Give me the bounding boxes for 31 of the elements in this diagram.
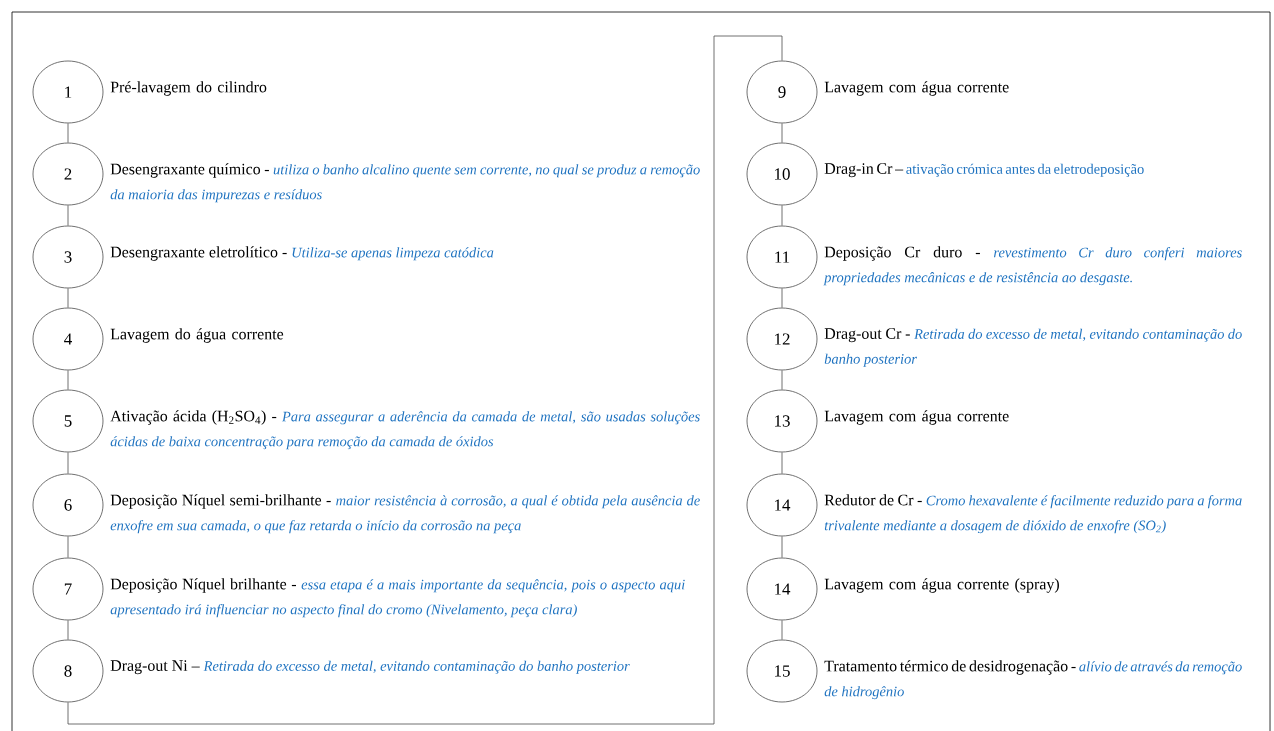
step-description: Deposição Cr duro - revestimento Cr duro conferi maiores propriedades mecânicas e de resistência ao desgaste.	[823, 246, 1242, 286]
step-description: Lavagem com água corrente	[824, 81, 1009, 96]
connector-line	[781, 288, 783, 308]
step-description: Desengraxante químico - utiliza o banho alcalino quente sem corrente, no qual se produz a remoção da maioria das impurezas e resíduos	[110, 163, 700, 203]
connector-line	[781, 536, 783, 558]
step-description: Pré-lavagem do cilindro	[110, 81, 267, 96]
connector-line	[781, 370, 783, 390]
connector-line	[781, 205, 783, 226]
connector-line	[67, 123, 69, 143]
step-description: Lavagem do água corrente	[110, 328, 284, 343]
step-description: Redutor de Cr - Cromo hexavalente é facilmente reduzido para a forma trivalente mediante a dosagem de dióxido de enxofre (SO$_{2}$)	[824, 494, 1242, 534]
step-description: Tratamento térmico de desidrogenação - alívio de através da remoção de hidrogênio	[824, 660, 1242, 700]
step-description: Drag-out Ni – Retirada do excesso de metal, evitando contaminação do banho posterior	[110, 660, 630, 675]
step-description: Deposição Níquel brilhante - essa etapa é a mais importante da sequência, pois o aspecto aqui apresentado irá influenciar no aspecto final do cromo (Nivelamento, peça clara)	[110, 578, 685, 618]
connector-line	[781, 452, 783, 474]
connector-line	[67, 536, 69, 558]
connector-line	[67, 288, 69, 308]
connector-line	[67, 452, 69, 474]
connector-line	[67, 620, 69, 640]
connector-line	[67, 370, 69, 390]
connector-line	[781, 123, 783, 143]
step-description: Deposição Níquel semi-brilhante - maior resistência à corrosão, a qual é obtida pela ausência de enxofre em sua camada, o que faz retarda o início da corrosão na peça	[110, 494, 700, 534]
connector-line	[781, 620, 783, 640]
connector-line	[67, 205, 69, 226]
step-description: Lavagem com água corrente (spray)	[824, 578, 1059, 593]
step-description: Desengraxante eletrolítico - Utiliza-se apenas limpeza catódica	[110, 246, 494, 261]
step-description: Lavagem com água corrente	[824, 410, 1009, 425]
connector-line	[67, 35, 783, 725]
step-description: Drag-in Cr – ativação crómica antes da eletrodeposição	[824, 163, 1144, 178]
step-description: Ativação ácida (H$_{2}$SO$_{4}$) - Para assegurar a aderência da camada de metal, são usadas soluções ácidas de baixa concentração para remoção da camada de óxidos	[110, 410, 700, 450]
step-description: Drag-out Cr - Retirada do excesso de metal, evitando contaminação do banho posterior	[824, 328, 1242, 367]
